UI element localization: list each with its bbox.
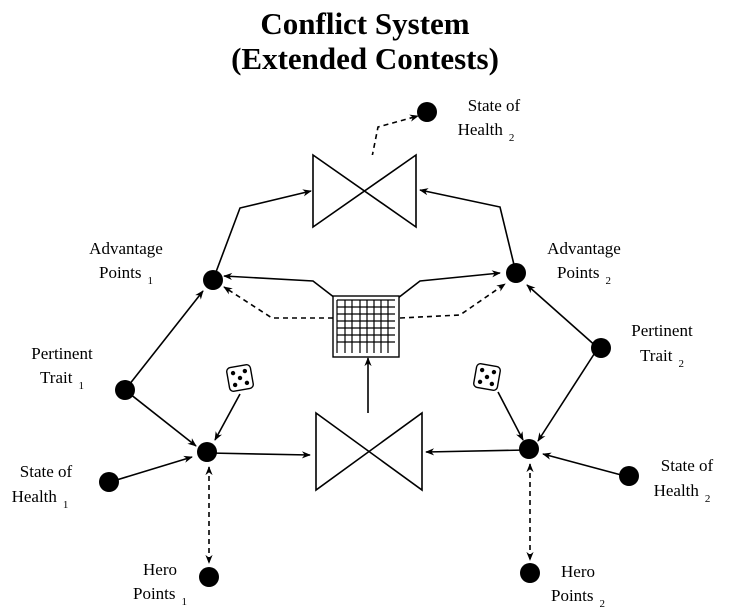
label-text: Health 2 [458, 120, 515, 144]
bottom-valve-shape [315, 411, 423, 492]
title-line-2: (Extended Contests) [231, 41, 499, 76]
label-text: Points [133, 584, 176, 603]
label-text: Points [551, 586, 594, 605]
label-text: Trait [40, 368, 73, 387]
title-line-1: Conflict System [260, 6, 469, 41]
edge-health2-to-combine2 [542, 452, 626, 477]
label-text: Trait 1 [40, 368, 84, 392]
label-state-of-health-2: State of Health 2 [654, 456, 714, 505]
label-text: Advantage [89, 239, 163, 258]
valve-icon [315, 411, 423, 492]
label-text: Health 2 [654, 481, 711, 505]
label-subscript: 1 [182, 596, 188, 608]
node-state-of-health-2 [619, 466, 639, 486]
valve-icon [312, 153, 417, 229]
label-subscript: 1 [78, 380, 84, 392]
node-state-of-health-top [417, 102, 437, 122]
edge-adv1-to-top-valve [212, 189, 312, 281]
label-text: Points 2 [551, 586, 605, 610]
edge-trait1-to-combine1 [124, 389, 197, 447]
label-subscript: 1 [148, 275, 154, 287]
label-text: Points 1 [133, 584, 187, 608]
grid-table-icon [332, 295, 400, 358]
edge-health1-to-combine1 [109, 455, 193, 483]
node-combine-2 [519, 439, 539, 459]
label-state-of-health-1: State of Health 1 [12, 462, 73, 511]
edge-adv2-to-top-valve [419, 188, 517, 274]
label-text: Health [654, 481, 700, 500]
label-text: State of [20, 462, 73, 481]
node-combine-1 [197, 442, 217, 462]
label-hero-points-2: Hero Points 2 [551, 562, 605, 610]
edge-grid-to-adv2-dashed [399, 283, 506, 319]
label-subscript: 2 [678, 358, 684, 370]
label-text: Pertinent [31, 344, 93, 363]
label-text: Advantage [547, 239, 621, 258]
edge-grid-to-adv1-dashed [223, 286, 333, 319]
label-text: Points [557, 263, 600, 282]
node-pertinent-trait-2 [591, 338, 611, 358]
label-hero-points-1: Hero Points 1 [133, 560, 187, 608]
label-text: State of [468, 96, 521, 115]
edge-dice1-to-combine1 [214, 393, 241, 441]
node-hero-points-1 [199, 567, 219, 587]
edge-combine2-to-bottom-valve [425, 448, 528, 456]
top-valve-shape [312, 153, 417, 229]
label-state-of-health-top: State of Health 2 [458, 96, 521, 144]
dice-icon [226, 364, 254, 392]
edge-combine1-to-bottom-valve [208, 451, 311, 459]
edge-trait2-to-adv2 [526, 284, 599, 349]
label-subscript: 2 [600, 598, 606, 610]
edge-grid-to-adv2-solid [397, 270, 501, 299]
edge-grid-to-adv1-solid [223, 272, 336, 299]
label-advantage-points-1: Advantage Points 1 [89, 239, 163, 287]
label-advantage-points-2: Advantage Points 2 [547, 239, 621, 287]
label-text: Points 1 [99, 263, 153, 287]
label-text: Trait [640, 346, 673, 365]
node-hero-points-2 [520, 563, 540, 583]
dice-icon [473, 363, 501, 391]
label-subscript: 2 [705, 493, 711, 505]
label-subscript: 2 [509, 132, 515, 144]
edge-trait1-to-adv1 [124, 290, 204, 391]
label-text: Pertinent [631, 321, 693, 340]
label-pertinent-trait-2: Pertinent Trait 2 [631, 321, 693, 370]
label-text: Health 1 [12, 487, 69, 511]
nodes [99, 102, 639, 587]
label-text: Points 2 [557, 263, 611, 287]
label-text: Hero [561, 562, 595, 581]
label-subscript: 2 [606, 275, 612, 287]
edge-dice2-to-combine2 [497, 391, 524, 441]
node-advantage-points-1 [203, 270, 223, 290]
label-text: Health [458, 120, 504, 139]
label-text: Trait 2 [640, 346, 684, 370]
node-advantage-points-2 [506, 263, 526, 283]
label-text: Health [12, 487, 58, 506]
node-state-of-health-1 [99, 472, 119, 492]
label-text: Hero [143, 560, 177, 579]
edge-trait2-to-combine2 [537, 347, 599, 442]
label-subscript: 1 [63, 499, 69, 511]
label-text: State of [661, 456, 714, 475]
node-pertinent-trait-1 [115, 380, 135, 400]
label-pertinent-trait-1: Pertinent Trait 1 [31, 344, 93, 392]
label-text: Points [99, 263, 142, 282]
edges [109, 114, 626, 564]
